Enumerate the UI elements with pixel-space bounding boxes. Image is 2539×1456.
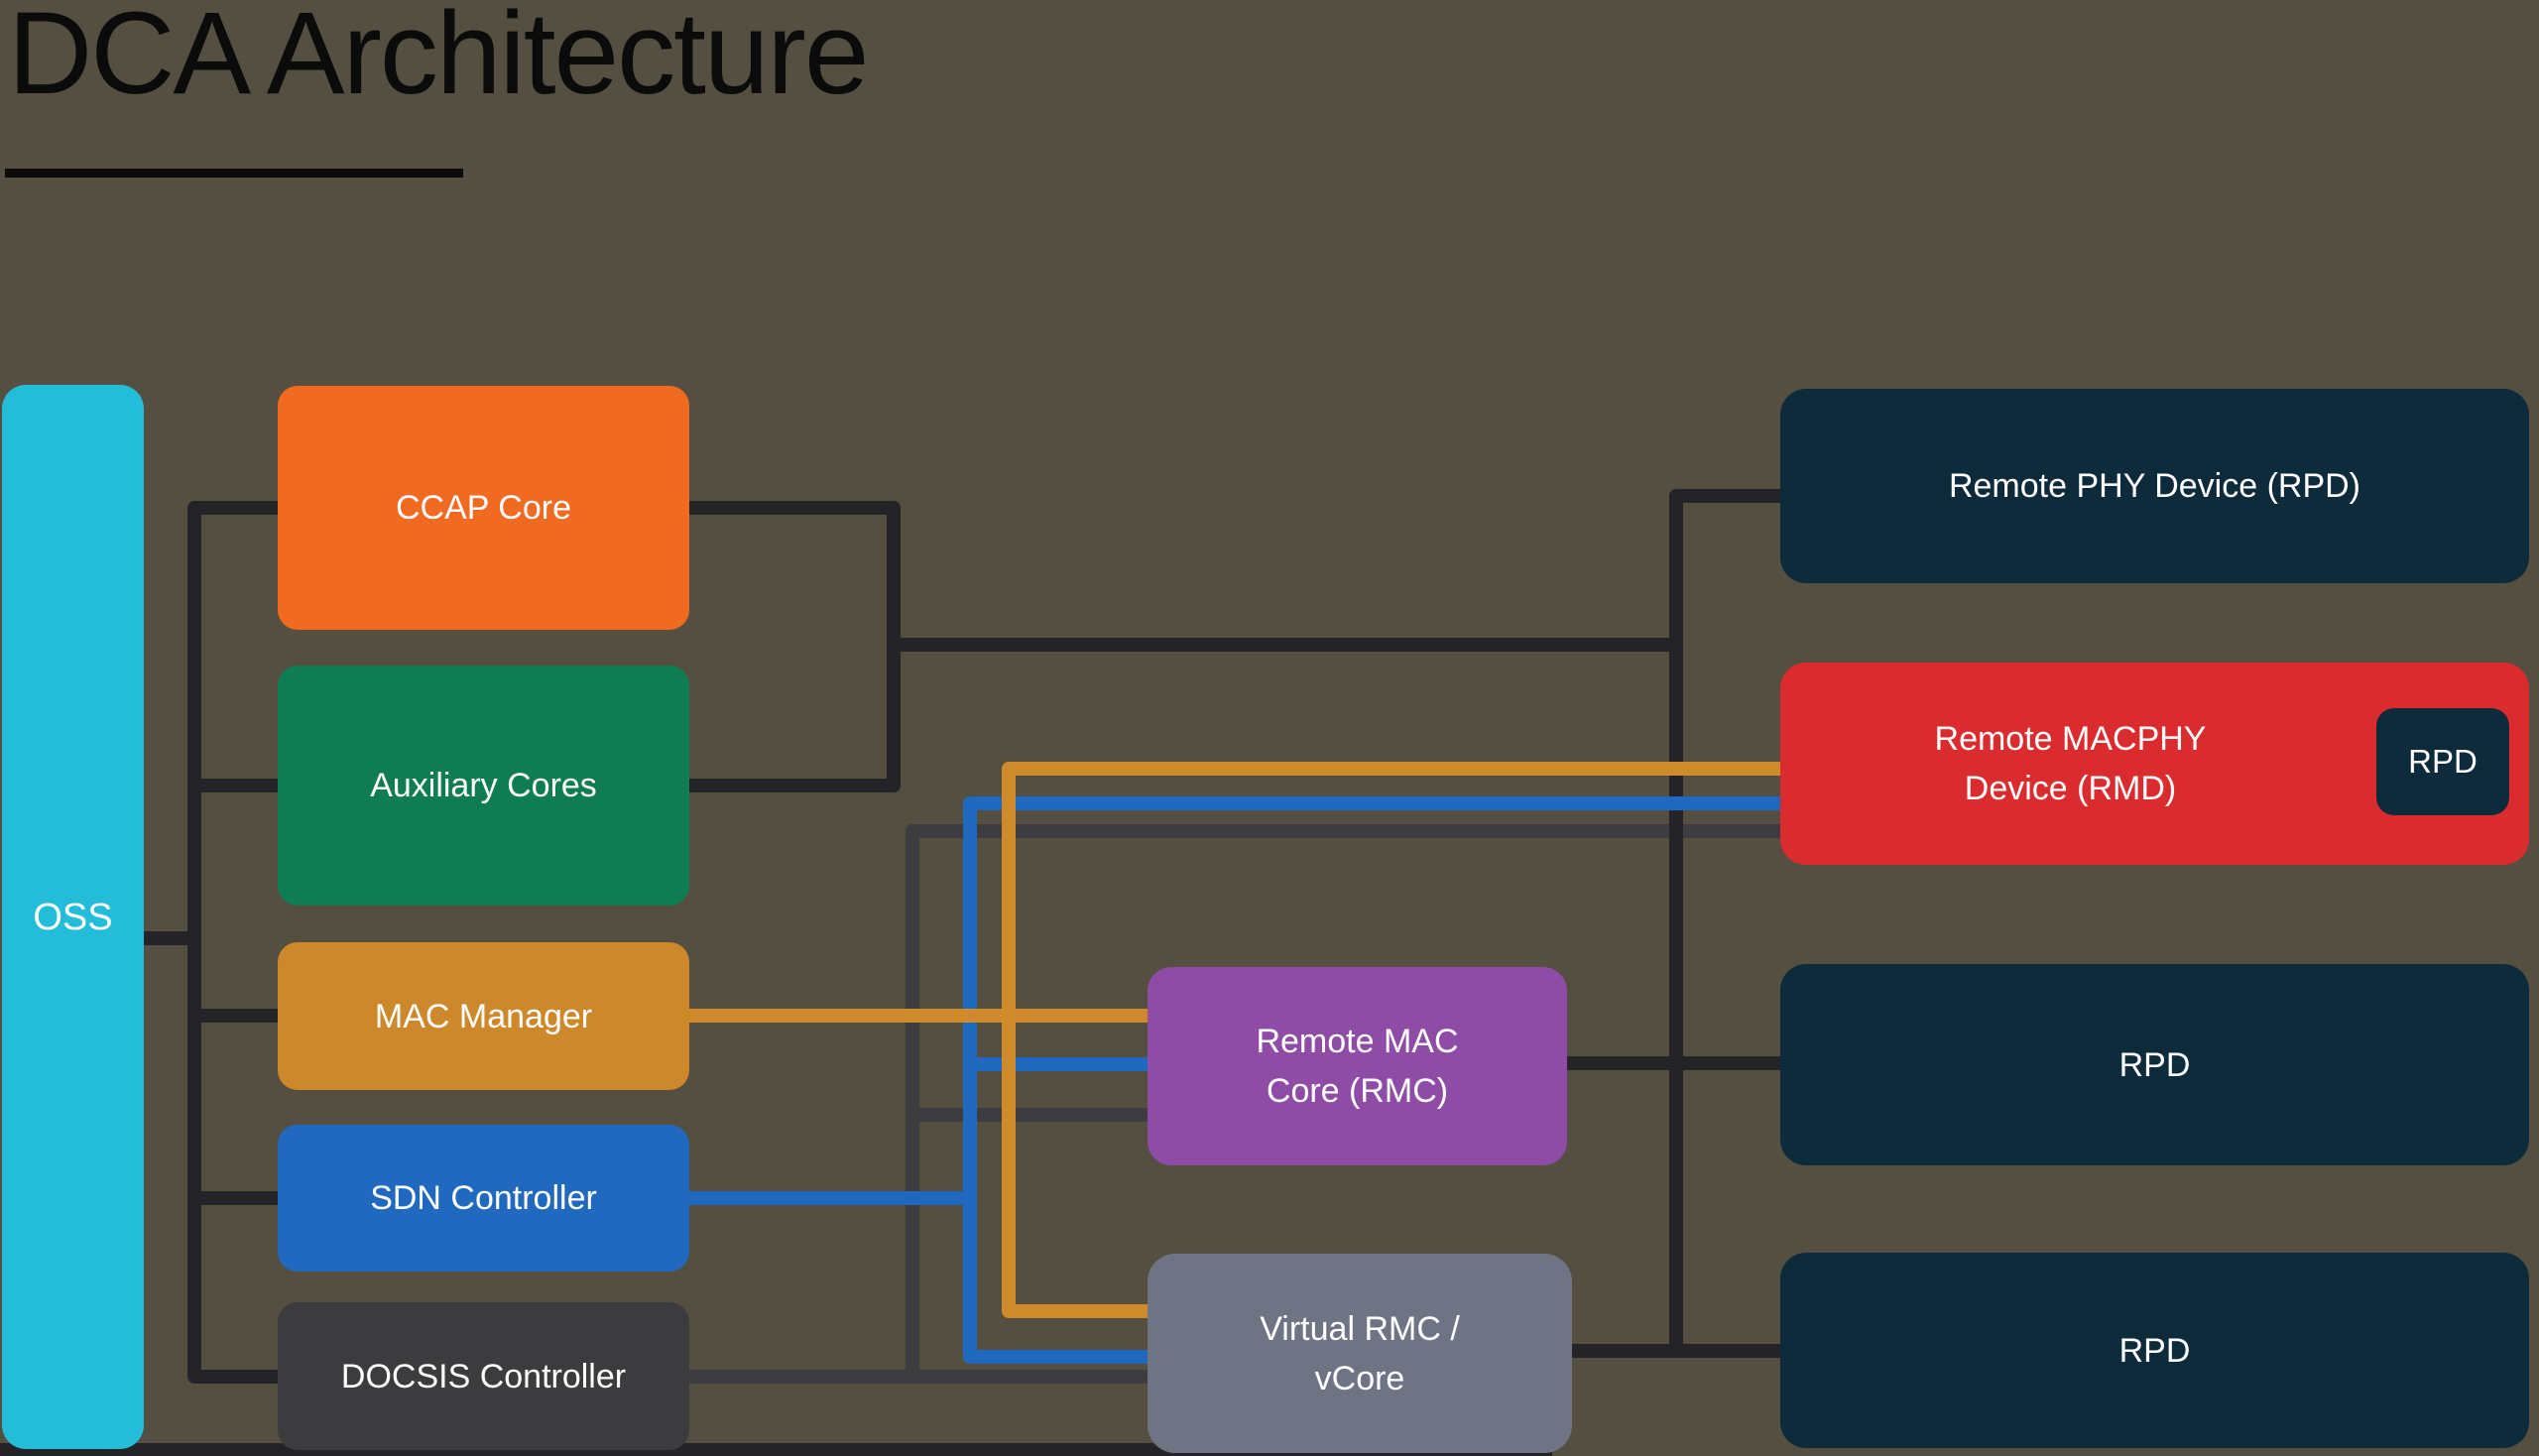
node-label: MAC Manager	[374, 997, 593, 1035]
node-label: CCAP Core	[396, 489, 571, 527]
node-remote-mac-core: Remote MAC Core (RMC)	[1148, 967, 1567, 1165]
page-title: DCA Architecture	[8, 0, 869, 119]
node-label: vCore	[1314, 1359, 1405, 1397]
connector-mac-bus	[689, 762, 1780, 1318]
node-label: Remote MACPHY	[1934, 720, 2207, 758]
node-remote-phy-device: Remote PHY Device (RPD)	[1780, 389, 2529, 583]
node-label: Remote PHY Device (RPD)	[1948, 467, 2361, 505]
node-label: RPD	[2118, 1331, 2191, 1370]
node-rpd-3: RPD	[1780, 964, 2529, 1165]
node-sdn-controller: SDN Controller	[278, 1125, 689, 1272]
node-mac-manager: MAC Manager	[278, 942, 689, 1090]
node-label: Virtual RMC /	[1260, 1309, 1460, 1348]
node-label: Device (RMD)	[1964, 770, 2177, 807]
node-oss: OSS	[2, 385, 144, 1449]
node-label: OSS	[33, 896, 113, 938]
title-underline	[5, 169, 463, 178]
node-virtual-rmc-vcore: Virtual RMC / vCore	[1148, 1254, 1572, 1453]
node-docsis-controller: DOCSIS Controller	[278, 1302, 689, 1450]
connector-ccap-aux-rpd-bus	[689, 489, 1780, 1358]
node-label: RPD	[2408, 743, 2478, 780]
node-rpd-4: RPD	[1780, 1253, 2529, 1448]
node-label: Core (RMC)	[1266, 1072, 1449, 1110]
node-label: Auxiliary Cores	[370, 767, 597, 804]
node-label: RPD	[2118, 1045, 2191, 1084]
node-auxiliary-cores: Auxiliary Cores	[278, 666, 689, 906]
rpd-badge: RPD	[2376, 708, 2509, 815]
node-label: Remote MAC	[1256, 1023, 1459, 1060]
node-ccap-core: CCAP Core	[278, 386, 689, 630]
connector-sdn-bus	[689, 796, 1780, 1364]
connector-oss-bus	[143, 501, 278, 1384]
node-label: SDN Controller	[370, 1179, 597, 1217]
node-label: DOCSIS Controller	[340, 1357, 627, 1395]
